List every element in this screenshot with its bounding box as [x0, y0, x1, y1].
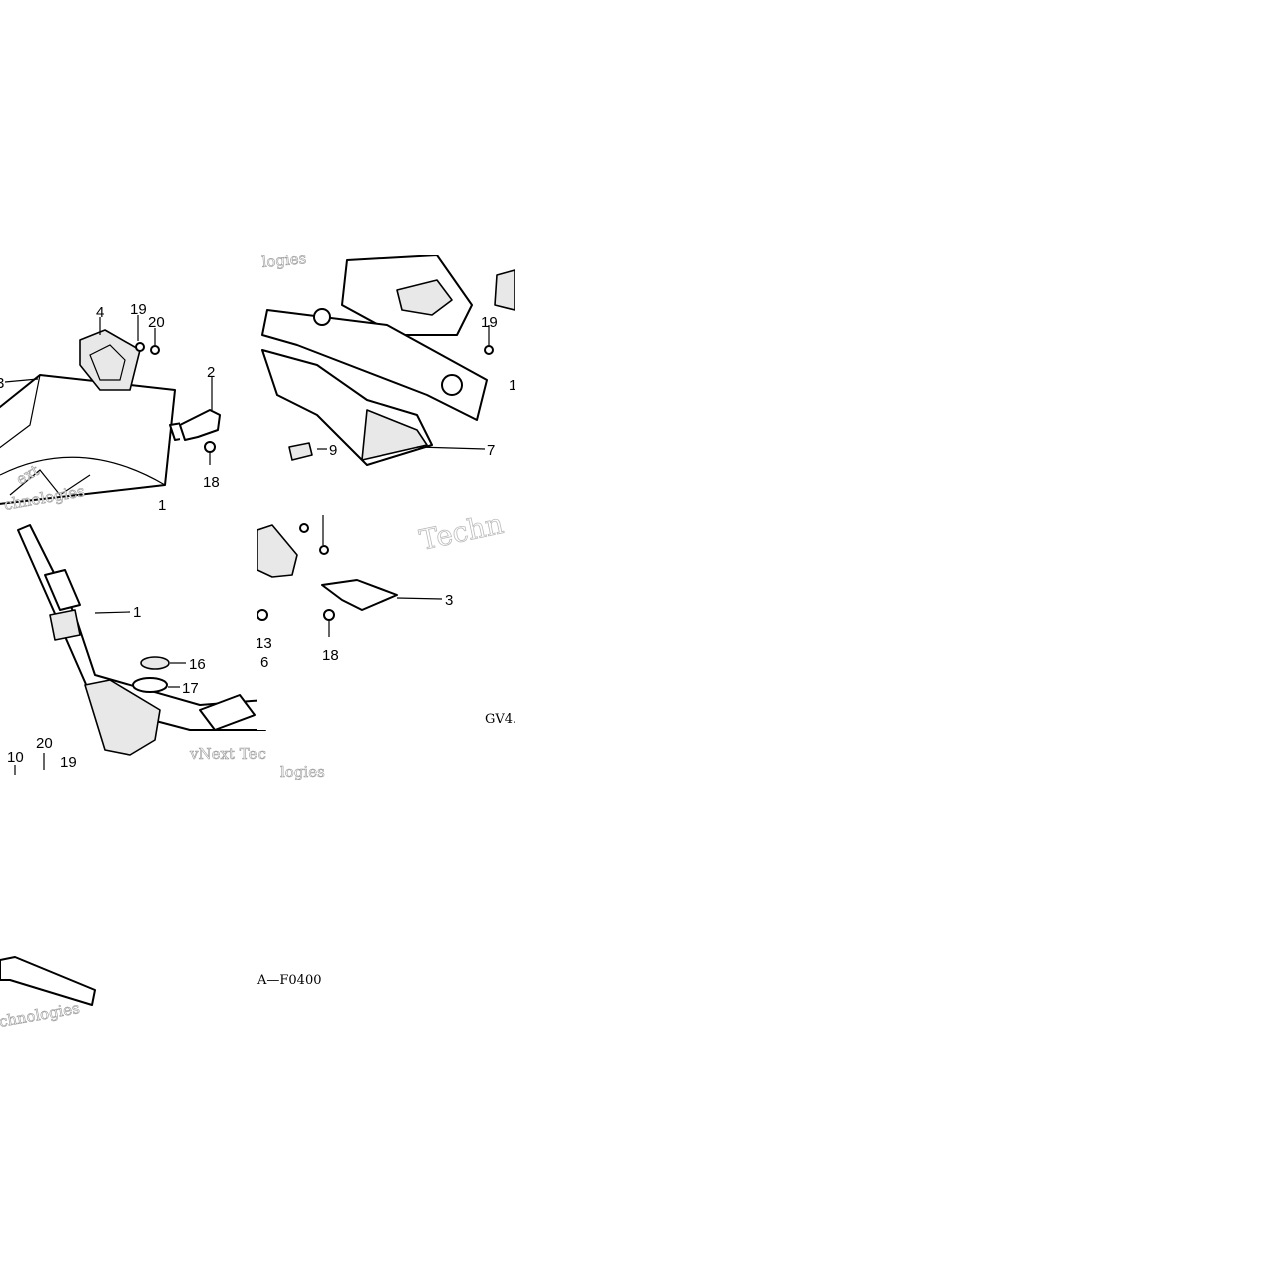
callout-1: 1: [509, 377, 515, 394]
handlebar-drawing: 1 16 17 10 20 19 vNext Tec logies: [7, 524, 325, 780]
bolt-icon: [135, 342, 145, 352]
bracket-3-part: [321, 579, 398, 611]
bolt-19-icon: [484, 345, 494, 355]
callout-3: 3: [0, 375, 4, 392]
watermark-logies: logies: [280, 763, 325, 780]
lower-cover-drawing: 3 13 6 18 GV4. Techn: [257, 515, 515, 727]
callout-18: 18: [322, 647, 339, 664]
watermark-techn: Techn: [417, 515, 507, 557]
cover-part: [257, 524, 298, 578]
panel-inner-cover: 19 1 9 7 logies: [257, 255, 515, 470]
grommet-16-icon: [140, 656, 170, 670]
washer-17-icon: [132, 677, 168, 693]
callout-7: 7: [487, 442, 495, 459]
callout-18: 18: [203, 474, 220, 491]
callout-4: 4: [96, 304, 104, 321]
bolt-icon: [319, 545, 329, 555]
bolt-18-icon: [204, 441, 216, 453]
callout-19: 19: [130, 301, 147, 318]
diagram-code-bottom: A—F0400: [256, 973, 322, 988]
callout-10: 10: [7, 749, 24, 766]
callout-9: 9: [329, 442, 337, 459]
cover-part: [79, 329, 141, 391]
callout-19: 19: [60, 754, 77, 771]
windscreen-drawing: 4 19 20 3 1 chnologies ext: [0, 301, 180, 514]
grip-part: [0, 956, 96, 1006]
bracket-part: [169, 422, 180, 441]
clip-9-part: [288, 442, 313, 461]
bracket-2-part: [179, 409, 221, 441]
bolt-18-icon: [323, 609, 335, 621]
panel-windscreen: 4 19 20 3 1 chnologies ext: [0, 295, 180, 515]
grip-drawing: chnologies: [0, 956, 96, 1030]
callout-17: 17: [182, 680, 199, 697]
watermark-logies: logies: [261, 255, 307, 271]
diagram-code-bottom-wrapper: A—F0400: [256, 973, 322, 988]
callout-3: 3: [445, 592, 453, 609]
bolt-icon: [150, 345, 160, 355]
inner-cover-drawing: 19 1 9 7 logies: [260, 255, 515, 466]
windscreen-part: [0, 374, 176, 505]
panel-grip-fragment: chnologies: [0, 955, 110, 1030]
watermark-vnext-tec: vNext Tec: [189, 745, 266, 763]
diagram-code-right: GV4.: [485, 712, 515, 727]
callout-13: 13: [257, 635, 272, 652]
callout-1: 1: [158, 497, 166, 514]
callout-19: 19: [481, 314, 498, 331]
inner-cover-part: [261, 309, 488, 421]
bracket-drawing: 2 18: [179, 364, 221, 491]
callout-2: 2: [207, 364, 215, 381]
watermark-chnologies: chnologies: [0, 999, 81, 1030]
bolt-icon: [299, 523, 309, 533]
callout-6: 6: [260, 654, 268, 671]
panel-lower-cover: 3 13 6 18 GV4. Techn: [257, 515, 515, 730]
callout-16: 16: [189, 656, 206, 673]
callout-1: 1: [133, 604, 141, 621]
callout-20: 20: [36, 735, 53, 752]
callout-20: 20: [148, 314, 165, 331]
